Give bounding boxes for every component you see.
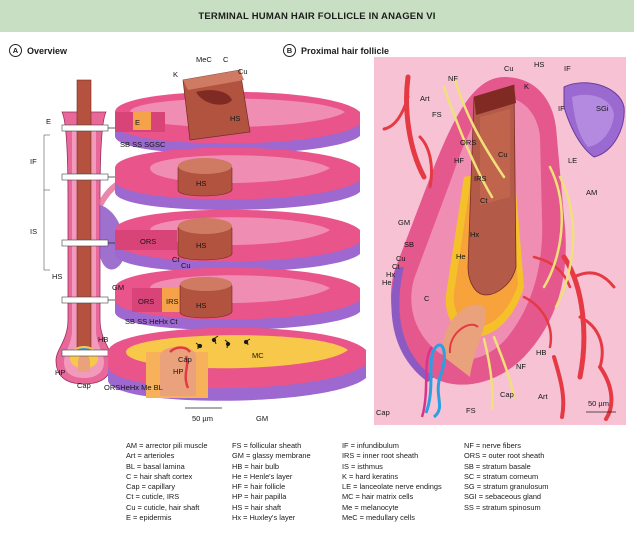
legend-item: MeC = medullary cells (342, 513, 442, 523)
label-GM-bottom: GM (256, 414, 268, 423)
label-b-C: C (424, 294, 430, 303)
legend-item: HF = hair follicle (232, 482, 311, 492)
label-b-Hx: Hx (470, 230, 479, 239)
legend-item: IF = infundibulum (342, 441, 442, 451)
label-b-Cu-mid: Cu (498, 150, 508, 159)
label-HB: HB (98, 335, 108, 344)
legend-item: LE = lanceolate nerve endings (342, 482, 442, 492)
label-HS-ring4: HS (196, 301, 206, 310)
legend-item: Cap = capillary (126, 482, 208, 492)
label-row4: SB SS HeHx Ct (125, 317, 178, 326)
label-HS-ring3: HS (196, 241, 206, 250)
scale-b: 50 µm (588, 399, 609, 408)
legend-item: Ct = cuticle, IRS (126, 492, 208, 502)
label-b-He-mid: He (456, 252, 466, 261)
label-b-AM: AM (586, 188, 597, 197)
legend-item: SS = stratum spinosum (464, 503, 548, 513)
legend-item: FS = follicular sheath (232, 441, 311, 451)
legend-item: GM = glassy membrane (232, 451, 311, 461)
legend-item: BL = basal lamina (126, 462, 208, 472)
label-K: K (173, 70, 178, 79)
legend-item: AM = arrector pili muscle (126, 441, 208, 451)
label-HS-ring2: HS (196, 179, 206, 188)
legend-item: ORS = outer root sheath (464, 451, 548, 461)
label-b-IF-right: IF (558, 104, 565, 113)
legend-item: Hx = Huxley's layer (232, 513, 311, 523)
legend-item: HS = hair shaft (232, 503, 311, 513)
label-b-GM: GM (398, 218, 410, 227)
label-b-SB: SB (404, 240, 414, 249)
label-HS-left: HS (52, 272, 62, 281)
legend-item: Cu = cuticle, hair shaft (126, 503, 208, 513)
label-b-Cap-low: Cap (500, 390, 514, 399)
legend-item: K = hard keratins (342, 472, 442, 482)
legend-item: He = Henle's layer (232, 472, 311, 482)
label-Cap-bulb: Cap (178, 355, 192, 364)
label-ORS-ring3: ORS (140, 237, 156, 246)
legend-item: MC = hair matrix cells (342, 492, 442, 502)
legend-item: Me = melanocyte (342, 503, 442, 513)
label-Cu-ring3: Cu (181, 261, 191, 270)
label-MeC: MeC (196, 55, 212, 64)
label-b-IRS: IRS (474, 174, 487, 183)
label-b-HF: HF (454, 156, 464, 165)
label-b-NF-top: NF (448, 74, 458, 83)
label-b-IF: IF (564, 64, 571, 73)
label-IS: IS (30, 227, 37, 236)
label-ORS-ring4: ORS (138, 297, 154, 306)
legend-item: SG = stratum granulosum (464, 482, 548, 492)
label-b-He-left: He (382, 278, 392, 287)
legend-col-4: NF = nerve fibers ORS = outer root sheat… (464, 441, 548, 513)
label-b-FS-top: FS (432, 110, 442, 119)
label-MC-bulb: MC (252, 351, 264, 360)
label-b-Cap-bottom: Cap (376, 408, 390, 417)
label-b-Cu-top: Cu (504, 64, 514, 73)
label-b-NF-low: NF (516, 362, 526, 371)
legend-item: SC = stratum corneum (464, 472, 548, 482)
label-Cu-top: Cu (238, 67, 248, 76)
label-b-ORS: ORS (460, 138, 476, 147)
legend-item: HB = hair bulb (232, 462, 311, 472)
label-b-HB: HB (536, 348, 546, 357)
label-GM-ring4: GM (112, 283, 124, 292)
scale-a: 50 µm (192, 414, 213, 423)
legend-item: HP = hair papilla (232, 492, 311, 502)
legend-item: SGI = sebaceous gland (464, 492, 548, 502)
label-b-Ct: Ct (480, 196, 488, 205)
legend-item: IS = isthmus (342, 462, 442, 472)
panel-b-labels: HS Cu IF NF K Art FS IF SGi ORS HF Cu IR… (374, 57, 626, 425)
label-row5: ORSHeHx Me BL (104, 383, 163, 392)
legend-item: IRS = inner root sheath (342, 451, 442, 461)
label-b-K: K (524, 82, 529, 91)
label-HS-top: HS (230, 114, 240, 123)
label-IRS-ring4: IRS (166, 297, 179, 306)
legend-col-1: AM = arrector pili muscle Art = arteriol… (126, 441, 208, 523)
label-b-Art-top: Art (420, 94, 431, 103)
label-b-HS: HS (534, 60, 544, 69)
label-row1: SB SS SGSC (120, 140, 166, 149)
legend-item: C = hair shaft cortex (126, 472, 208, 482)
label-E-ring: E (135, 118, 140, 127)
label-HP-bulb: HP (173, 367, 183, 376)
legend-item: SB = stratum basale (464, 462, 548, 472)
label-b-FS-bottom: FS (466, 406, 476, 415)
legend-item: NF = nerve fibers (464, 441, 548, 451)
legend-col-2: FS = follicular sheath GM = glassy membr… (232, 441, 311, 523)
label-E: E (46, 117, 51, 126)
label-b-SGi: SGi (596, 104, 609, 113)
label-b-LE: LE (568, 156, 577, 165)
label-HP-left: HP (55, 368, 65, 377)
label-IF: IF (30, 157, 37, 166)
legend-col-3: IF = infundibulum IRS = inner root sheat… (342, 441, 442, 523)
cross-section-2 (115, 148, 360, 210)
label-b-Art-low: Art (538, 392, 549, 401)
legend-item: E = epidermis (126, 513, 208, 523)
label-C-top: C (223, 55, 229, 64)
label-Ct-ring3: Ct (172, 255, 180, 264)
legend-item: Art = arterioles (126, 451, 208, 461)
label-Cap-left: Cap (77, 381, 91, 390)
